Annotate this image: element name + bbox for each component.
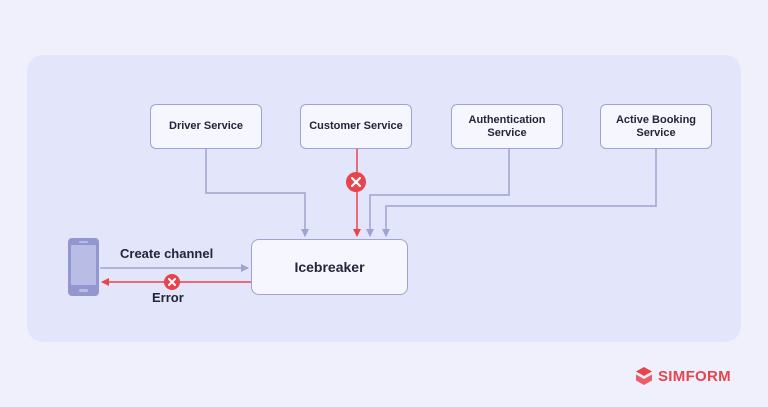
- edge-authentication-to-icebreaker: [366, 149, 510, 237]
- service-box-active-booking: Active Booking Service: [600, 104, 712, 149]
- service-box-driver: Driver Service: [150, 104, 262, 149]
- service-label: Active Booking Service: [615, 113, 697, 139]
- service-box-authentication: Authentication Service: [451, 104, 563, 149]
- error-x-icon: [164, 274, 180, 290]
- icebreaker-label: Icebreaker: [294, 258, 365, 275]
- service-label: Driver Service: [169, 120, 243, 132]
- error-label: Error: [152, 290, 184, 305]
- service-label: Authentication Service: [468, 113, 546, 139]
- simform-logo-icon: [636, 367, 652, 385]
- mobile-phone-icon: [68, 238, 99, 296]
- service-label: Customer Service: [309, 120, 403, 132]
- service-box-customer: Customer Service: [300, 104, 412, 149]
- brand-name: SIMFORM: [658, 367, 731, 385]
- create-channel-label: Create channel: [120, 246, 214, 261]
- error-x-icon: [346, 172, 366, 192]
- icebreaker-box: Icebreaker: [251, 239, 408, 295]
- edge-active-booking-to-icebreaker: [382, 149, 657, 237]
- edge-driver-to-icebreaker: [205, 149, 309, 237]
- brand-logo: SIMFORM: [634, 366, 731, 386]
